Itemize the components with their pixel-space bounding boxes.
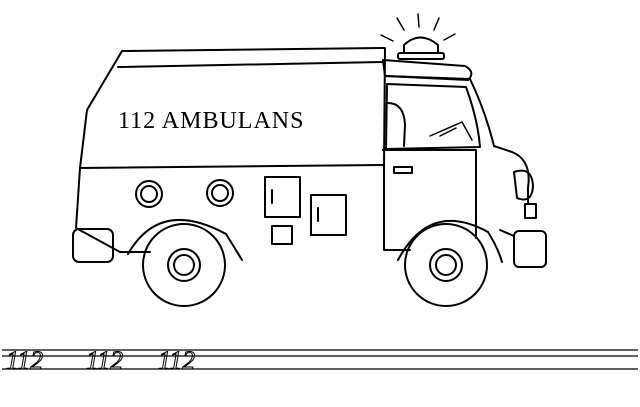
writing-practice-area: 112 112 112 xyxy=(2,346,638,376)
practice-number-3: 112 xyxy=(158,346,195,375)
side-portholes xyxy=(135,179,234,208)
practice-number-2: 112 xyxy=(86,346,123,375)
front-bumper xyxy=(499,169,547,268)
rear-bumper xyxy=(72,228,114,263)
cab xyxy=(382,59,530,251)
practice-number-1: 112 xyxy=(6,346,43,375)
ambulance-illustration: 112 AMBULANS xyxy=(72,13,547,307)
cab-window xyxy=(385,83,481,150)
siren-rays xyxy=(380,13,456,42)
siren-light xyxy=(380,13,456,60)
ambulance-side-text: 112 AMBULANS xyxy=(118,108,304,134)
front-wheel xyxy=(397,219,503,307)
side-panels xyxy=(264,176,347,245)
cab-door xyxy=(382,149,477,239)
rear-box xyxy=(75,47,386,253)
rear-wheel xyxy=(127,218,243,307)
